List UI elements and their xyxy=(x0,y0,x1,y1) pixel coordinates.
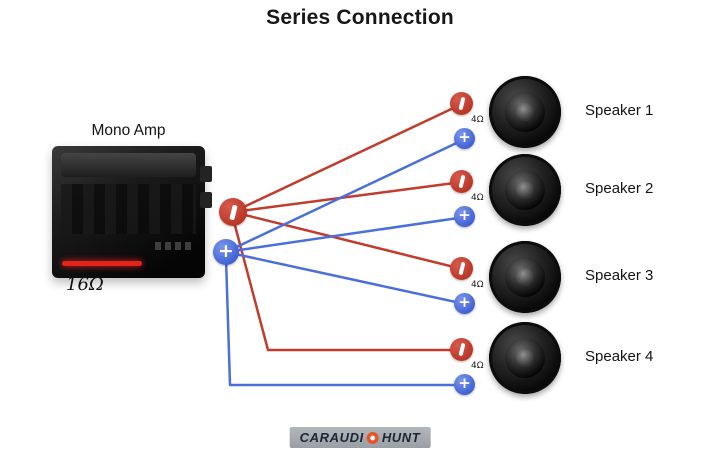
speaker1-terminal-red xyxy=(450,92,473,115)
polarity-bar-icon xyxy=(457,96,466,111)
blue-wire-speaker3 xyxy=(224,250,467,306)
speaker4-impedance-label: 4Ω xyxy=(471,361,484,371)
speaker2-terminal-red xyxy=(450,170,473,193)
speaker1-label: Speaker 1 xyxy=(585,102,654,119)
red-wire-speaker1 xyxy=(231,102,464,214)
red-wire-speaker3 xyxy=(231,210,464,271)
speaker-dot-icon xyxy=(366,431,379,444)
plus-icon: + xyxy=(218,239,234,262)
red-wire-speaker4 xyxy=(231,216,464,352)
page-title: Series Connection xyxy=(266,6,454,29)
polarity-bar-icon xyxy=(457,261,466,276)
speaker4-terminal-red xyxy=(450,338,473,361)
speaker2-terminal-blue: + xyxy=(454,206,475,227)
speaker3-impedance-label: 4Ω xyxy=(471,280,484,290)
speaker3-terminal-red xyxy=(450,257,473,280)
plus-icon: + xyxy=(458,374,471,392)
speaker2-label: Speaker 2 xyxy=(585,180,654,197)
speaker1-impedance-label: 4Ω xyxy=(471,115,484,125)
amp-top-panel xyxy=(61,153,196,177)
amp-led-strip xyxy=(62,261,142,266)
polarity-bar-icon xyxy=(457,174,466,189)
plus-icon: + xyxy=(458,206,471,224)
logo-text-left: CARAUDI xyxy=(299,430,364,445)
polarity-bar-icon xyxy=(457,342,466,357)
speaker-group-2: 4Ω + Speaker 2 xyxy=(440,150,712,230)
amp-heatsink xyxy=(61,184,196,234)
speaker1-terminal-blue: + xyxy=(454,128,475,149)
blue-wire-speaker4 xyxy=(224,256,467,387)
amp-terminal-blue: + xyxy=(213,239,239,265)
amp-terminal-red xyxy=(219,198,247,226)
amp-controls xyxy=(155,242,191,250)
blue-wire-speaker2 xyxy=(224,215,467,254)
blue-wire-speaker1 xyxy=(224,137,467,254)
red-wire-speaker2 xyxy=(231,180,464,214)
speaker3-terminal-blue: + xyxy=(454,293,475,314)
speaker-group-4: 4Ω + Speaker 4 xyxy=(440,318,712,398)
speaker2-impedance-label: 4Ω xyxy=(471,193,484,203)
speaker4-image xyxy=(489,322,561,394)
speaker3-image xyxy=(489,241,561,313)
mono-amp-image xyxy=(52,146,212,278)
amp-impedance-label: 16Ω xyxy=(66,274,104,295)
speaker-group-1: 4Ω + Speaker 1 xyxy=(440,72,712,152)
speaker2-image xyxy=(489,154,561,226)
speaker4-terminal-blue: + xyxy=(454,374,475,395)
speaker3-label: Speaker 3 xyxy=(585,267,654,284)
brand-logo: CARAUDI HUNT xyxy=(289,427,431,448)
speaker-group-3: 4Ω + Speaker 3 xyxy=(440,237,712,317)
amp-connector-tabs xyxy=(200,166,212,182)
plus-icon: + xyxy=(458,128,471,146)
speaker4-label: Speaker 4 xyxy=(585,348,654,365)
plus-icon: + xyxy=(458,293,471,311)
polarity-bar-icon xyxy=(228,204,238,220)
logo-text-right: HUNT xyxy=(381,430,421,445)
amp-label: Mono Amp xyxy=(91,122,166,139)
speaker1-image xyxy=(489,76,561,148)
